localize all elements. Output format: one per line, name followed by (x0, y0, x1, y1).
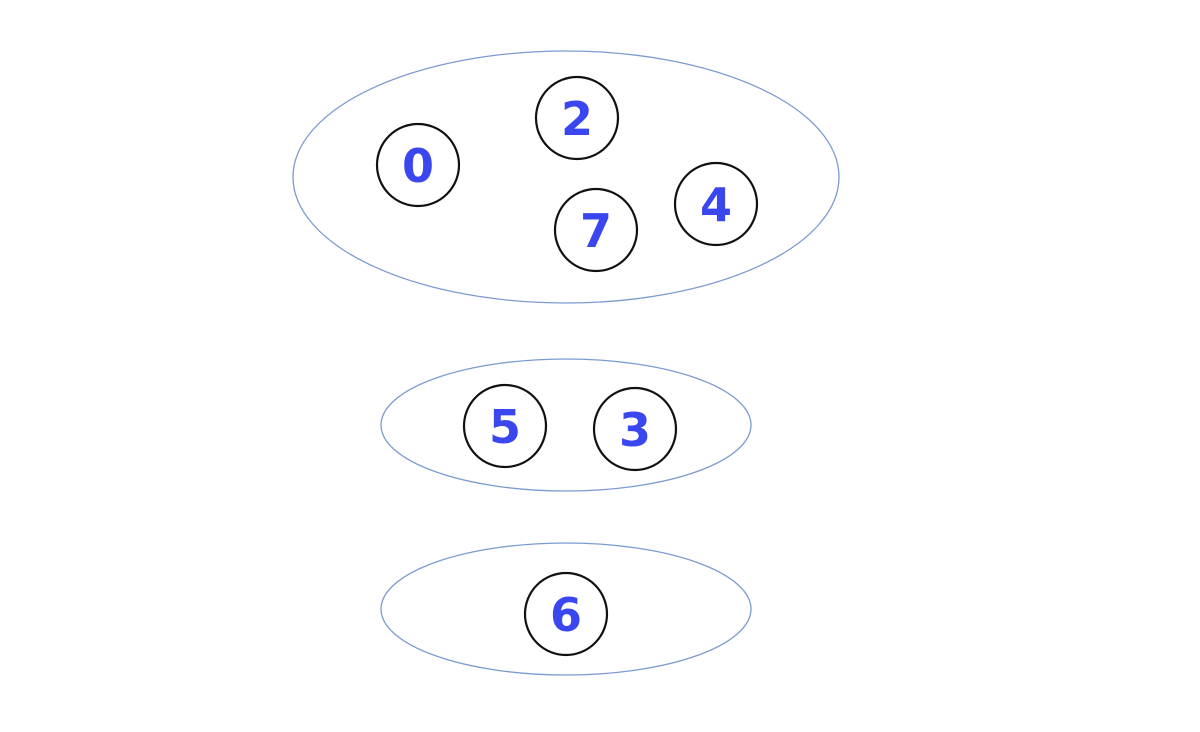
node-4-label: 4 (700, 178, 732, 232)
node-3: 3 (592, 386, 678, 472)
group-3-ellipse (380, 542, 752, 676)
node-2-label: 2 (561, 92, 593, 146)
node-7-circle (553, 187, 639, 273)
node-7-label: 7 (580, 204, 612, 258)
group-1: 0 2 7 4 (292, 50, 840, 304)
node-4: 4 (673, 161, 759, 247)
group-2-ellipse (380, 358, 752, 492)
node-7: 7 (553, 187, 639, 273)
node-6: 6 (523, 571, 609, 657)
node-3-label: 3 (619, 403, 651, 457)
group-3: 6 (380, 542, 752, 676)
group-1-ellipse (292, 50, 840, 304)
node-0-label: 0 (402, 139, 434, 193)
node-6-label: 6 (550, 588, 582, 642)
group-2: 5 3 (380, 358, 752, 492)
node-0-circle (375, 122, 461, 208)
node-5-label: 5 (489, 400, 521, 454)
node-2: 2 (534, 75, 620, 161)
node-5-circle (462, 383, 548, 469)
node-2-circle (534, 75, 620, 161)
node-3-circle (592, 386, 678, 472)
node-6-circle (523, 571, 609, 657)
node-5: 5 (462, 383, 548, 469)
node-0: 0 (375, 122, 461, 208)
node-4-circle (673, 161, 759, 247)
